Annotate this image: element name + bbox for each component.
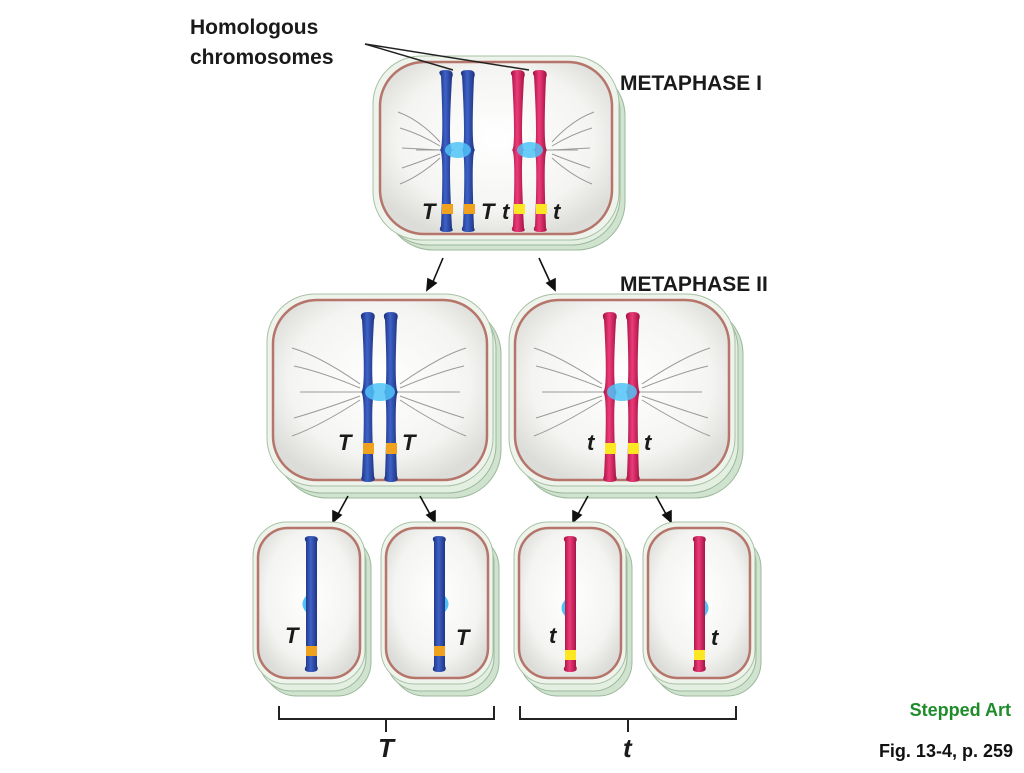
allele-band-orange (464, 204, 475, 214)
blue-homolog (439, 70, 475, 232)
allele-label: t (711, 625, 720, 650)
stepped-art-label: Stepped Art (910, 700, 1011, 720)
allele-band-yellow (694, 650, 705, 660)
pink-homolog (510, 70, 547, 232)
blue-chromatid (432, 536, 446, 672)
allele-band-orange (363, 443, 374, 454)
allele-label: t (644, 430, 653, 455)
metaphase-i-cell: T T t t (372, 55, 626, 251)
allele-label: T (456, 625, 471, 650)
centromere (365, 383, 395, 401)
cell-membrane (378, 60, 614, 236)
division-arrows-2 (332, 495, 672, 524)
pink-chromatid (692, 536, 706, 672)
blue-chromosome (360, 312, 398, 482)
metaphase-ii-cell-blue: T T (266, 293, 502, 499)
allele-band-orange (306, 646, 317, 656)
gamete-cell-2: T (380, 521, 500, 697)
homologous-label-line2: chromosomes (190, 46, 334, 69)
pink-chromatid (563, 536, 577, 672)
homologous-label-line1: Homologous (190, 16, 318, 39)
spindle-fibers (397, 111, 595, 185)
spindle-fibers (533, 347, 711, 437)
allele-label: T (338, 430, 353, 455)
allele-band-yellow (514, 204, 525, 214)
gamete-cell-1: T (252, 521, 372, 697)
allele-band-orange (386, 443, 397, 454)
centromere (445, 142, 471, 158)
gamete-group-label-recessive: t (623, 733, 633, 763)
allele-label: t (549, 623, 558, 648)
spindle-fibers (291, 347, 467, 437)
allele-band-yellow (628, 443, 639, 454)
allele-label: T (402, 430, 417, 455)
metaphase-ii-label: METAPHASE II (620, 273, 768, 296)
pink-chromosome (602, 312, 640, 482)
figure-reference: Fig. 13-4, p. 259 (879, 741, 1013, 761)
allele-label: T (481, 199, 496, 224)
centromere (517, 142, 543, 158)
centromere (302, 596, 306, 612)
centromere (445, 596, 449, 612)
bracket-dominant (278, 706, 495, 732)
allele-band-orange (442, 204, 453, 214)
allele-label: t (502, 199, 511, 224)
gamete-cell-4: t (642, 521, 762, 697)
allele-band-yellow (536, 204, 547, 214)
centromere (705, 600, 709, 616)
centromere (607, 383, 637, 401)
metaphase-i-label: METAPHASE I (620, 72, 762, 95)
allele-label: T (422, 199, 437, 224)
gamete-cell-3: t (513, 521, 633, 697)
allele-band-yellow (565, 650, 576, 660)
pointer-lines (364, 43, 530, 71)
allele-label: T (285, 623, 300, 648)
centromere (561, 600, 565, 616)
blue-chromatid (304, 536, 318, 672)
bracket-recessive (519, 706, 737, 732)
division-arrows-1 (426, 257, 556, 292)
gamete-group-label-dominant: T (378, 733, 396, 763)
metaphase-ii-cell-pink: t t (508, 293, 744, 499)
allele-label: t (553, 199, 562, 224)
allele-band-orange (434, 646, 445, 656)
allele-band-yellow (605, 443, 616, 454)
allele-label: t (587, 430, 596, 455)
